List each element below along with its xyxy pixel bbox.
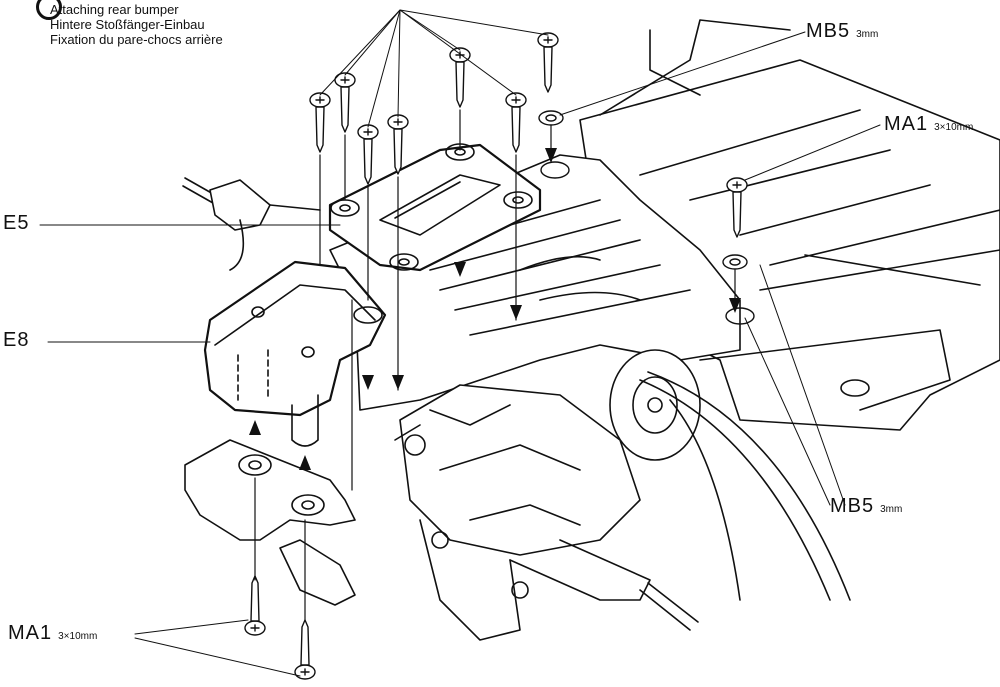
label-ma1-right: MA1 3×10mm [884, 113, 973, 136]
label-e5: E5 [3, 212, 29, 235]
step-number-circle [36, 0, 62, 20]
title-english: Attaching rear bumper [50, 2, 179, 17]
label-code: E8 [3, 329, 30, 351]
title-german: Hintere Stoßfänger-Einbau [50, 17, 205, 32]
label-code: MA1 [8, 622, 53, 644]
label-spec: 3×10mm [58, 631, 98, 642]
label-code: MB5 [830, 495, 875, 517]
suspension-block [394, 384, 699, 641]
step-instruction: Attaching rear bumper Hintere Stoßfänger… [36, 0, 223, 47]
left-drive-shaft [182, 177, 321, 271]
screws [244, 32, 755, 680]
label-ma1-bottom: MA1 3×10mm [8, 622, 97, 645]
lower-bumper-mount [184, 439, 356, 606]
insertion-arrows [249, 148, 741, 470]
wheel-hub [609, 349, 701, 461]
label-mb5-top: MB5 3mm [806, 20, 878, 43]
label-code: MB5 [806, 20, 851, 42]
label-code: MA1 [884, 113, 929, 135]
leader-lines [39, 9, 881, 677]
assembly-guide-lines [254, 109, 736, 621]
part-e8-bumper [203, 260, 387, 447]
label-spec: 3×10mm [934, 122, 974, 133]
title-french: Fixation du pare-chocs arrière [50, 32, 223, 47]
label-e8: E8 [3, 329, 29, 352]
label-spec: 3mm [880, 504, 903, 515]
label-code: E5 [3, 212, 30, 234]
part-e5-plate [328, 143, 542, 272]
label-mb5-bottom: MB5 3mm [830, 495, 902, 518]
label-spec: 3mm [856, 29, 879, 40]
antenna-cables [639, 371, 851, 601]
